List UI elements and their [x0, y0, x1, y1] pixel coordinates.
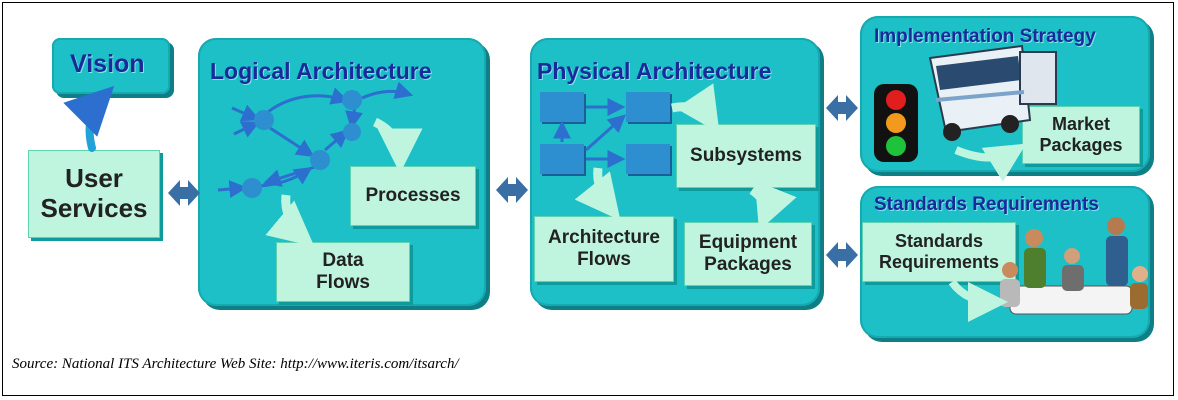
standards-requirements-title: Standards Requirements	[874, 194, 1099, 215]
subsystems-box: Subsystems	[676, 124, 816, 188]
equipment-packages-line2: Packages	[704, 254, 792, 275]
implementation-strategy-title: Implementation Strategy	[874, 26, 1096, 47]
vision-panel	[52, 38, 170, 94]
standards-pointer-arrow	[948, 279, 1008, 322]
logical-architecture-title: Logical Architecture	[210, 58, 432, 84]
processes-label: Processes	[365, 185, 461, 207]
double-arrow-physical-standards	[826, 242, 858, 268]
meeting-people-icon	[1000, 217, 1148, 315]
data-flows-line2: Flows	[316, 272, 370, 293]
subsystems-pointer-arrow	[671, 83, 720, 134]
equipment-packages-line1: Equipment	[698, 232, 798, 254]
physical-node-1	[540, 92, 584, 122]
standards-requirements-line2: Requirements	[878, 252, 1000, 272]
standards-requirements-box: Standards Requirements	[862, 222, 1016, 282]
source-caption: Source: National ITS Architecture Web Si…	[12, 356, 459, 372]
market-packages-line1: Market	[1051, 114, 1111, 135]
architecture-flows-box: Architecture Flows	[534, 216, 674, 282]
data-flows-box: Data Flows	[276, 242, 410, 302]
data-flows-line1: Data	[322, 250, 364, 272]
bus-icon	[928, 44, 1057, 141]
processes-pointer-arrow	[372, 117, 423, 174]
physical-node-2	[626, 92, 670, 122]
market-packages-line2: Packages	[1039, 135, 1123, 155]
double-arrow-logical-physical	[496, 177, 528, 203]
traffic-light-icon	[874, 84, 918, 162]
data-flows-pointer-arrow	[265, 194, 315, 247]
architecture-flows-line1: Architecture	[548, 227, 660, 249]
logical-nodes	[242, 90, 362, 198]
equipment-pointer-arrow	[749, 180, 797, 231]
user-services-line1: User	[65, 163, 123, 194]
user-services-line2: Services	[40, 193, 148, 223]
standards-requirements-line1: Standards	[894, 231, 984, 252]
logical-network	[217, 81, 414, 199]
double-arrow-user-logical	[168, 180, 200, 206]
user-services-to-vision-arrow	[63, 85, 115, 152]
market-packages-pointer-arrow	[954, 143, 1027, 182]
equipment-packages-box: Equipment Packages	[684, 222, 812, 286]
vision-label: Vision	[70, 50, 145, 78]
physical-node-3	[540, 144, 584, 174]
physical-links	[553, 98, 627, 168]
architecture-flows-line2: Flows	[577, 249, 631, 270]
physical-node-4	[626, 144, 670, 174]
processes-box: Processes	[350, 166, 476, 226]
subsystems-label: Subsystems	[690, 145, 802, 167]
market-packages-box: Market Packages	[1022, 106, 1140, 164]
physical-architecture-title: Physical Architecture	[537, 58, 772, 84]
architecture-flows-pointer-arrow	[574, 167, 621, 221]
double-arrow-physical-implementation	[826, 95, 858, 121]
